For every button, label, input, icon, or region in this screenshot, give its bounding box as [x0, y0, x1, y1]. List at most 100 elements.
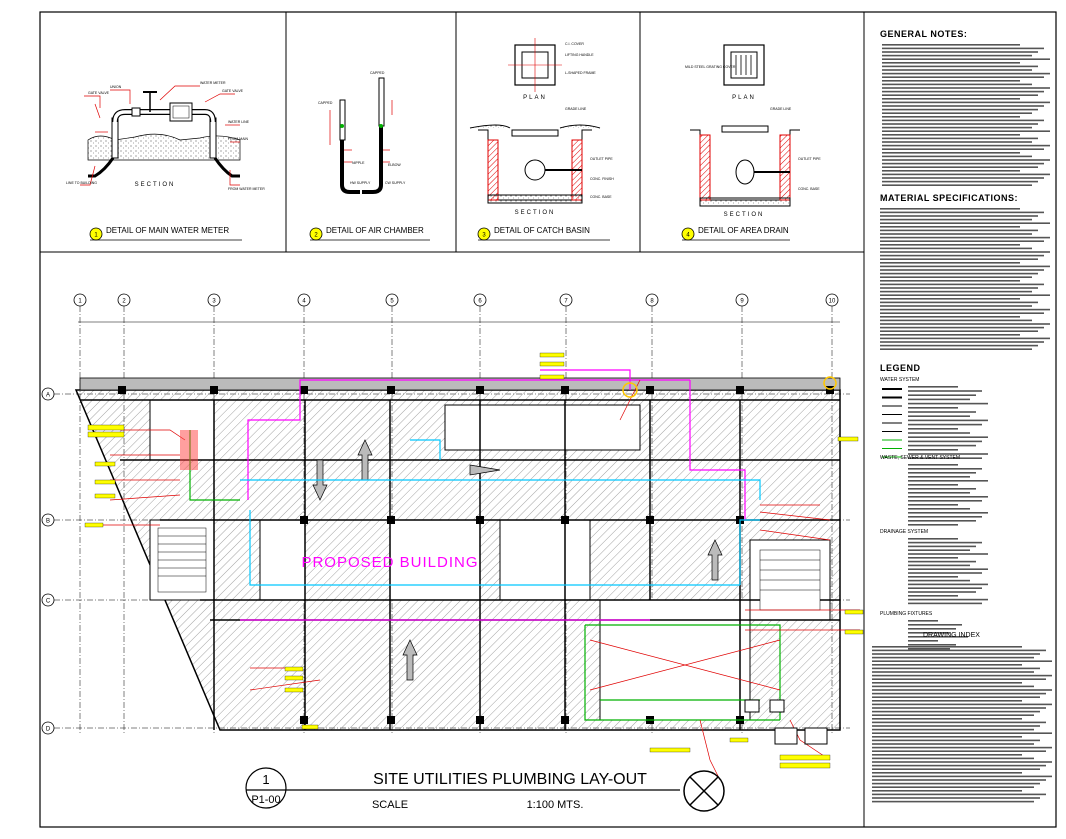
fine-print-line: [872, 653, 1040, 655]
grid-bubble-row-A: A: [41, 387, 55, 401]
fine-print-line: [872, 703, 1052, 706]
svg-text:A: A: [46, 393, 50, 399]
fine-print-line: [908, 648, 950, 650]
grid-bubble-row-B: B: [41, 513, 55, 527]
svg-text:UNION: UNION: [110, 85, 122, 89]
scale-value: 1:100 MTS.: [527, 799, 584, 811]
fine-print-line: [908, 500, 982, 502]
fine-print-line: [882, 162, 1044, 165]
fine-print-line: [872, 678, 1046, 680]
scale-label: SCALE: [372, 799, 408, 811]
fine-print-line: [880, 272, 1038, 275]
fine-print-line: [908, 640, 938, 642]
detail-4-section-label: SECTION: [724, 212, 765, 218]
fine-print-line: [872, 728, 1034, 731]
fine-print-line: [872, 775, 1052, 778]
fine-print-line: [882, 184, 1032, 186]
svg-text:6: 6: [478, 299, 482, 305]
fine-print-line: [882, 137, 1038, 140]
fine-print-line: [880, 258, 1038, 260]
fine-print-line: [872, 736, 1022, 738]
fine-print-line: [872, 700, 1022, 702]
fine-print-line: [880, 254, 1044, 257]
notes-panel: GENERAL NOTES: MATERIAL SPECIFICATIONS: …: [868, 14, 1056, 824]
fine-print-line: [882, 47, 1044, 50]
svg-text:CONC. BASE: CONC. BASE: [590, 195, 612, 199]
fine-print-line: [908, 524, 958, 526]
grid-bubble-column-7: 7: [559, 293, 573, 307]
fine-print-line: [908, 394, 976, 396]
detail-2-title: 2 DETAIL OF AIR CHAMBER: [309, 226, 430, 241]
detail-1-section-label: SECTION: [135, 182, 176, 188]
svg-text:3: 3: [212, 299, 216, 305]
fine-print-line: [880, 341, 1044, 343]
legend-heading: LEGEND: [880, 363, 921, 373]
fine-print-line: [908, 504, 958, 506]
fine-print-line: [908, 624, 962, 626]
svg-text:CAPPED: CAPPED: [370, 71, 385, 75]
fine-print-line: [880, 251, 1050, 253]
svg-text:ELBOW: ELBOW: [388, 163, 401, 167]
detail-4-title: 4 DETAIL OF AREA DRAIN: [681, 226, 790, 241]
fine-print-line: [908, 411, 976, 413]
svg-text:L-SHAPED FRAME: L-SHAPED FRAME: [565, 71, 596, 75]
fine-print-line: [872, 707, 1046, 709]
plan-title-block: 1 P1-00 SITE UTILITIES PLUMBING LAY-OUT …: [245, 767, 725, 812]
fine-print-line: [880, 276, 1032, 278]
svg-text:D: D: [46, 727, 51, 733]
fine-print-line: [880, 226, 1020, 228]
fine-print-line: [908, 464, 958, 466]
fine-print-line: [908, 457, 982, 459]
fine-print-line: [882, 44, 1020, 46]
grid-bubble-column-9: 9: [735, 293, 749, 307]
waste-system-heading: WASTE, SEWER & VENT SYSTEM: [880, 455, 961, 461]
svg-text:2: 2: [314, 233, 318, 239]
fine-print-line: [872, 797, 1040, 799]
grid-bubble-row-D: D: [41, 721, 55, 735]
fine-print-line: [908, 632, 950, 634]
fine-print-line: [908, 576, 958, 578]
fine-print-line: [882, 87, 1050, 89]
fine-print-line: [882, 76, 1044, 78]
fine-print-line: [908, 415, 970, 417]
fine-print-line: [880, 305, 1032, 307]
fine-print-line: [880, 240, 1044, 242]
grid-bubble-row-C: C: [41, 593, 55, 607]
fine-print-line: [880, 326, 1044, 329]
fine-print-line: [882, 173, 1050, 176]
fine-print-line: [882, 144, 1050, 147]
svg-text:C: C: [46, 599, 51, 605]
fine-print-line: [908, 516, 982, 518]
fine-print-line: [908, 488, 976, 490]
detail-1-title: 1 DETAIL OF MAIN WATER METER: [89, 226, 242, 241]
proposed-building-label: PROPOSED BUILDING: [301, 554, 478, 571]
fine-print-line: [872, 793, 1046, 796]
fine-print-line: [882, 166, 1038, 168]
fine-print-line: [872, 667, 1040, 670]
fine-print-line: [908, 508, 970, 510]
sheet-code: P1-00: [251, 794, 280, 806]
fine-print-line: [882, 170, 1020, 172]
fine-print-line: [872, 757, 1034, 760]
fine-print-line: [872, 649, 1046, 652]
fine-print-line: [882, 177, 1044, 179]
grid-bubble-column-6: 6: [473, 293, 487, 307]
fine-print-line: [880, 269, 1044, 271]
fine-print-line: [872, 725, 1040, 727]
plan-title: SITE UTILITIES PLUMBING LAY-OUT: [373, 771, 647, 788]
grid-bubble-column-8: 8: [645, 293, 659, 307]
fine-print-line: [908, 480, 988, 482]
fine-print-line: [872, 721, 1046, 724]
fine-print-line: [880, 344, 1038, 347]
fine-print-line: [908, 568, 988, 570]
fine-print-line: [872, 685, 1034, 688]
svg-text:DETAIL OF AREA DRAIN: DETAIL OF AREA DRAIN: [698, 226, 789, 235]
fine-print-line: [908, 390, 982, 392]
fine-print-line: [872, 768, 1040, 770]
fine-print-line: [908, 541, 982, 544]
fine-print-line: [872, 689, 1052, 691]
fine-print-line: [908, 587, 982, 589]
fine-print-line: [908, 644, 956, 646]
